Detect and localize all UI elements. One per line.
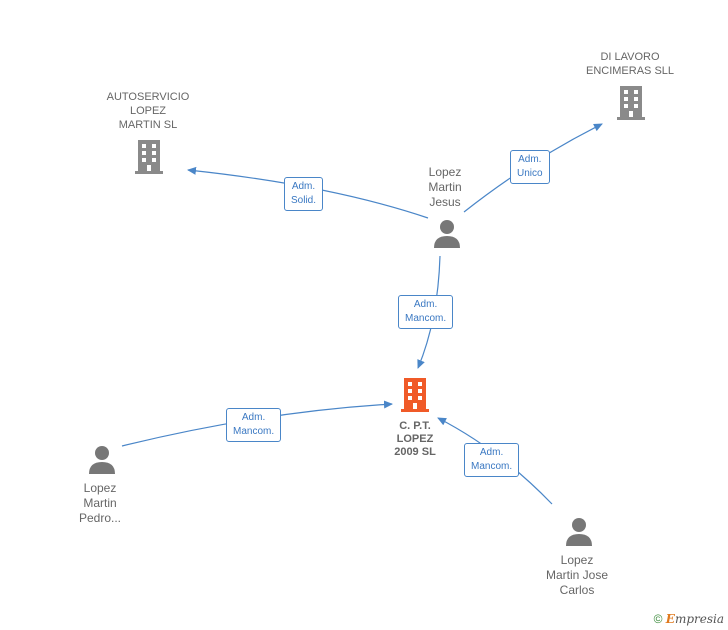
edge-label-mancom-josecarlos: Adm. Mancom.: [464, 443, 520, 477]
footer-brand: © Empresia: [654, 612, 724, 626]
edge-label-line: Mancom.: [405, 313, 447, 324]
edge-label-unico: Adm. Unico: [510, 150, 550, 184]
label-line: LOPEZ: [396, 433, 434, 445]
person-label-josecarlos[interactable]: Lopez Martin Jose Carlos: [532, 553, 622, 598]
label-line: MARTIN SL: [118, 119, 178, 131]
edge-label-mancom-pedro: Adm. Mancom.: [226, 408, 282, 442]
person-label-pedro[interactable]: Lopez Martin Pedro...: [60, 481, 140, 526]
person-icon[interactable]: [434, 220, 460, 248]
copyright-icon: ©: [653, 612, 663, 626]
edge-label-line: Mancom.: [471, 461, 513, 472]
label-line: LOPEZ: [129, 105, 167, 117]
edge-label-solid: Adm. Solid.: [284, 177, 324, 211]
person-label-jesus[interactable]: Lopez Martin Jesus: [405, 165, 485, 210]
edge-label-line: Mancom.: [233, 426, 275, 437]
label-line: 2009 SL: [394, 446, 436, 458]
brand-logo: Empresia: [666, 612, 724, 626]
edge-label-line: Adm.: [291, 181, 316, 192]
building-icon[interactable]: [617, 86, 645, 120]
label-line: Martin: [83, 496, 117, 510]
company-label-center[interactable]: C. P.T. LOPEZ 2009 SL: [375, 420, 455, 459]
edge-label-mancom-jesus: Adm. Mancom.: [398, 295, 454, 329]
label-line: C. P.T.: [399, 420, 431, 432]
label-line: Lopez: [428, 165, 462, 179]
edge-label-line: Solid.: [291, 195, 317, 206]
label-line: ENCIMERAS SLL: [585, 65, 675, 77]
label-line: Pedro...: [78, 511, 122, 525]
label-line: DI LAVORO: [600, 51, 660, 63]
person-icon[interactable]: [566, 518, 592, 546]
label-line: Martin Jose: [545, 568, 609, 582]
label-line: Lopez: [560, 553, 594, 567]
brand-rest: mpresia: [674, 612, 724, 626]
label-line: Martin: [428, 180, 462, 194]
label-line: Lopez: [83, 481, 117, 495]
edge-label-line: Adm.: [241, 412, 266, 423]
edge-label-line: Unico: [517, 168, 543, 179]
company-label-dilavoro[interactable]: DI LAVORO ENCIMERAS SLL: [578, 50, 682, 78]
label-line: Carlos: [559, 583, 595, 597]
person-icon[interactable]: [89, 446, 115, 474]
label-line: AUTOSERVICIO: [106, 91, 190, 103]
edge-label-line: Adm.: [479, 447, 504, 458]
edge-label-line: Adm.: [413, 299, 438, 310]
building-icon[interactable]: [135, 140, 163, 174]
brand-initial: E: [665, 612, 675, 626]
label-line: Jesus: [429, 195, 461, 209]
building-icon-focus[interactable]: [401, 378, 429, 412]
company-label-autoservicio[interactable]: AUTOSERVICIO LOPEZ MARTIN SL: [98, 90, 198, 132]
edge-label-line: Adm.: [518, 154, 542, 165]
